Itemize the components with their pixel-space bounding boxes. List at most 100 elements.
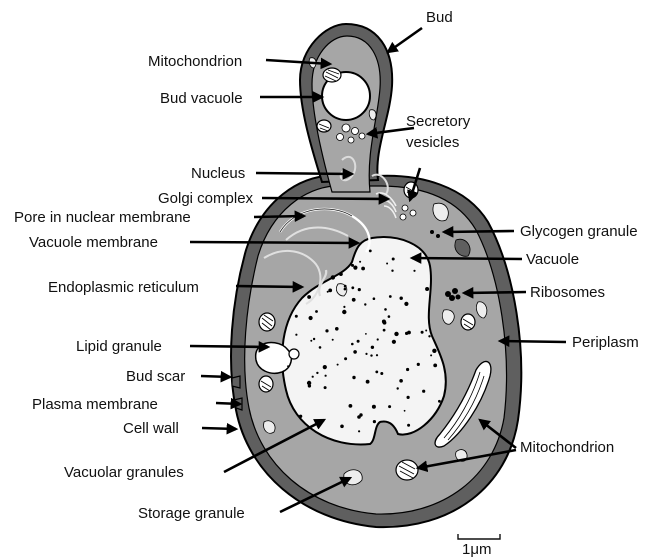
vacuolar-granule [421, 331, 424, 334]
vacuolar-granule [388, 405, 391, 408]
label-endoplasmic-reticulum: Endoplasmic reticulum [48, 279, 199, 296]
label-ribosomes: Ribosomes [530, 284, 605, 301]
vacuolar-granule [372, 405, 376, 409]
vacuolar-granule [337, 364, 339, 366]
vacuolar-granule [307, 381, 311, 385]
vacuolar-granule [404, 302, 408, 306]
vacuolar-granule [370, 354, 372, 356]
vacuolar-granule [352, 298, 356, 302]
vacuolar-granule [340, 425, 344, 429]
label-periplasm: Periplasm [572, 334, 639, 351]
vacuolar-granule [364, 303, 366, 305]
vacuolar-granule [417, 363, 420, 366]
vacuolar-granule [309, 316, 313, 320]
vacuolar-granule [405, 332, 408, 335]
vacuolar-granule [353, 350, 357, 354]
vacuolar-granule [373, 420, 376, 423]
label-bud-scar: Bud scar [126, 368, 185, 385]
vacuolar-granule [425, 287, 429, 291]
vacuolar-granule [331, 275, 335, 279]
vacuolar-granule [323, 365, 327, 369]
vacuolar-granule [365, 333, 367, 335]
vacuolar-granule [382, 320, 386, 324]
label-secretory-vesicles-1: Secretory [406, 113, 471, 130]
vacuolar-granule [344, 357, 347, 360]
vacuolar-granule [391, 270, 393, 272]
vacuolar-granule [389, 295, 392, 298]
bud-scar [232, 376, 240, 388]
vacuolar-granule [295, 315, 298, 318]
vacuolar-granule [328, 289, 332, 293]
vacuolar-granule [422, 390, 425, 393]
vacuolar-granule [366, 380, 370, 384]
vacuolar-granule [392, 340, 396, 344]
vacuolar-granule [375, 371, 378, 374]
vacuolar-granule [327, 291, 329, 293]
vacuolar-granule [386, 263, 388, 265]
scale-bar: 1μm [458, 534, 500, 558]
vacuolar-granule [383, 329, 386, 332]
vacuolar-granule [438, 400, 441, 403]
vacuolar-granule [392, 258, 395, 261]
vacuolar-granule [339, 272, 343, 276]
vacuolar-granule [377, 338, 379, 340]
vacuolar-granule [307, 295, 311, 299]
vacuolar-granule [349, 404, 353, 408]
vacuolar-granule [400, 297, 403, 300]
vacuolar-granule [351, 343, 354, 346]
vacuolar-granule [287, 365, 289, 367]
vacuolar-granule [359, 261, 361, 263]
scale-bar-label: 1μm [462, 541, 491, 558]
vacuolar-granule [407, 396, 410, 399]
vacuolar-granule [394, 332, 398, 336]
vacuolar-granule [361, 267, 365, 271]
vacuolar-granule [344, 285, 347, 288]
vacuolar-granule [324, 386, 327, 389]
label-lipid-granule: Lipid granule [76, 338, 162, 355]
vacuolar-granule [371, 346, 374, 349]
vacuolar-granule [295, 334, 297, 336]
vacuolar-granule [404, 410, 406, 412]
vacuolar-granule [406, 368, 409, 371]
vacuolar-granule [312, 376, 314, 378]
vacuolar-granule [365, 353, 367, 355]
vacuolar-granule [319, 346, 322, 349]
label-pore-nuclear-membrane: Pore in nuclear membrane [14, 209, 191, 226]
label-vacuole: Vacuole [526, 251, 579, 268]
vacuolar-granule [342, 310, 346, 314]
vacuolar-granule [358, 288, 361, 291]
label-glycogen-granule: Glycogen granule [520, 223, 638, 240]
vacuolar-granule [332, 339, 334, 341]
vacuolar-granule [358, 430, 360, 432]
vacuolar-granule [376, 354, 378, 356]
vacuolar-granule [316, 372, 318, 374]
vacuolar-granule [384, 308, 387, 311]
vacuolar-granule [313, 338, 315, 340]
vacuolar-granule [315, 310, 318, 313]
vacuolar-granule [428, 335, 430, 337]
vacuolar-granule [369, 250, 372, 253]
vacuolar-granule [373, 297, 376, 300]
vacuolar-granule [351, 286, 354, 289]
label-secretory-vesicles-2: vesicles [406, 134, 459, 151]
cell-body [231, 24, 521, 527]
vacuolar-granule [353, 266, 357, 270]
vacuolar-granule [388, 315, 391, 318]
vacuolar-granule [310, 340, 312, 342]
label-mitochondrion-top: Mitochondrion [148, 53, 242, 70]
label-golgi-complex: Golgi complex [158, 190, 254, 207]
label-storage-granule: Storage granule [138, 505, 245, 522]
label-bud: Bud [426, 9, 453, 26]
label-cell-wall: Cell wall [123, 420, 179, 437]
label-nucleus: Nucleus [191, 165, 245, 182]
vacuolar-granule [299, 416, 301, 418]
vacuolar-granule [433, 364, 437, 368]
label-vacuole-membrane: Vacuole membrane [29, 234, 158, 251]
vacuolar-granule [399, 379, 403, 383]
vacuolar-granule [407, 424, 410, 427]
vacuolar-granule [413, 270, 415, 272]
label-plasma-membrane: Plasma membrane [32, 396, 158, 413]
vacuolar-granule [335, 327, 339, 331]
vacuolar-granule [325, 329, 328, 332]
label-mitochondrion-bottom: Mitochondrion [520, 439, 614, 456]
